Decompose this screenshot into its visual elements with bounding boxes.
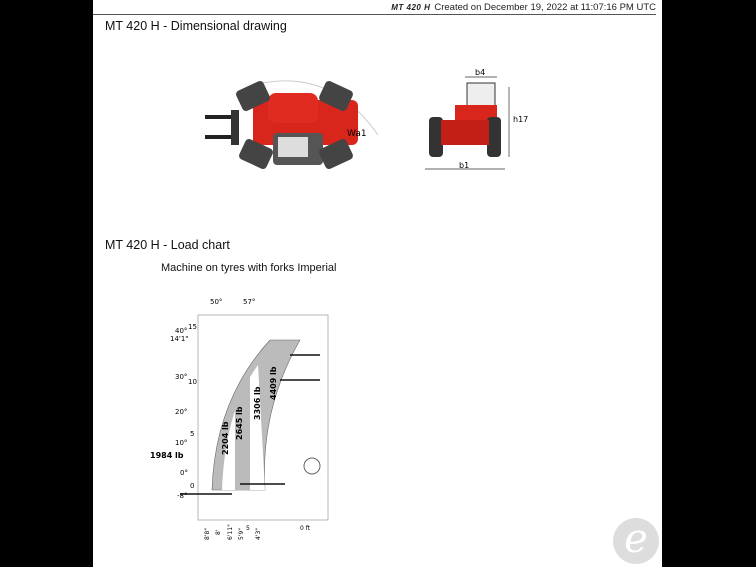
dimension-wa1: Wa1 xyxy=(347,129,367,139)
height-15: 15 xyxy=(188,323,197,331)
load-chart-title: MT 420 H - Load chart xyxy=(105,238,230,252)
angle-0: 0° xyxy=(180,469,188,477)
load-1984: 1984 lb xyxy=(150,451,184,460)
reach-6-11: 6'11" xyxy=(227,524,234,540)
dimension-b4: b4 xyxy=(475,68,485,77)
dimensional-drawing-title: MT 420 H - Dimensional drawing xyxy=(105,19,287,33)
load-chart-diagram: 50° 57° 40° 30° 20° 10° 0° -8° 15 14'1" … xyxy=(150,298,329,540)
reach-4-3: 4'3" xyxy=(255,528,262,540)
angle-10: 10° xyxy=(175,439,187,447)
created-timestamp: Created on December 19, 2022 at 11:07:16… xyxy=(434,2,656,13)
reach-5: 5 xyxy=(246,525,250,532)
reach-8-8: 8'8" xyxy=(204,528,211,540)
height-0: 0 xyxy=(190,482,194,490)
watermark-logo: e xyxy=(613,518,659,564)
top-view-drawing: Wa1 xyxy=(205,80,379,169)
reach-8: 8' xyxy=(215,529,222,535)
load-4409: 4409 lb xyxy=(269,366,278,400)
height-14-1: 14'1" xyxy=(170,335,189,343)
reach-5-9: 5'9" xyxy=(238,528,245,540)
angle-20: 20° xyxy=(175,408,187,416)
angle-50: 50° xyxy=(210,298,222,306)
load-chart-subtitle: Machine on tyres with forks Imperial xyxy=(161,262,337,274)
angle-40: 40° xyxy=(175,327,187,335)
brand-logo: MT 420 H xyxy=(391,3,431,12)
height-10: 10 xyxy=(188,378,197,386)
load-3306: 3306 lb xyxy=(253,386,262,420)
angle-57: 57° xyxy=(243,298,255,306)
dimension-h17: h17 xyxy=(513,115,528,124)
load-2645: 2645 lb xyxy=(235,406,244,440)
reach-0-ft: 0 ft xyxy=(300,525,311,532)
angle-30: 30° xyxy=(175,373,187,381)
front-view-drawing: b4 h17 b1 xyxy=(425,68,528,170)
dimension-b1: b1 xyxy=(459,161,469,170)
load-2204: 2204 lb xyxy=(221,421,230,455)
angle-minus-8: -8° xyxy=(177,492,187,500)
height-5: 5 xyxy=(190,430,194,438)
